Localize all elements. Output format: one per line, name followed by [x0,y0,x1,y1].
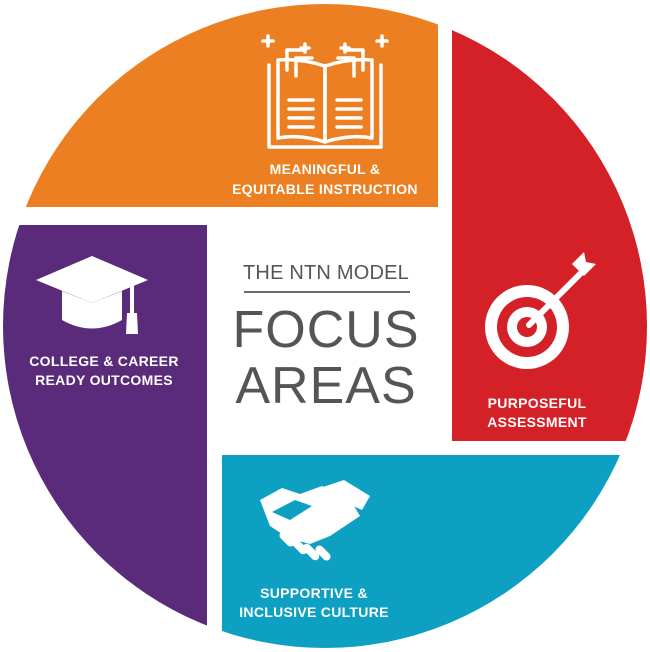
culture-label-line2: INCLUSIVE CULTURE [239,604,389,620]
quadrant-assessment [452,4,647,441]
quadrant-culture [222,455,647,648]
graduation-cap-icon [36,256,148,334]
outcomes-label-line2: READY OUTCOMES [35,372,173,388]
outcomes-label-line1: COLLEGE & CAREER [29,353,178,369]
target-arrow-icon [485,252,596,369]
open-book-icon [261,34,389,149]
center-kicker: THE NTN MODEL [243,262,409,284]
instruction-label-line1: MEANINGFUL & [270,161,381,177]
assessment-label-line1: PURPOSEFUL [488,395,587,411]
instruction-label-line2: EQUITABLE INSTRUCTION [232,181,418,197]
culture-label-line1: SUPPORTIVE & [260,585,368,601]
handshake-icon [260,480,370,561]
center-title-line2: AREAS [235,357,416,415]
center-title-line1: FOCUS [233,301,420,359]
assessment-label-line2: ASSESSMENT [487,414,587,430]
